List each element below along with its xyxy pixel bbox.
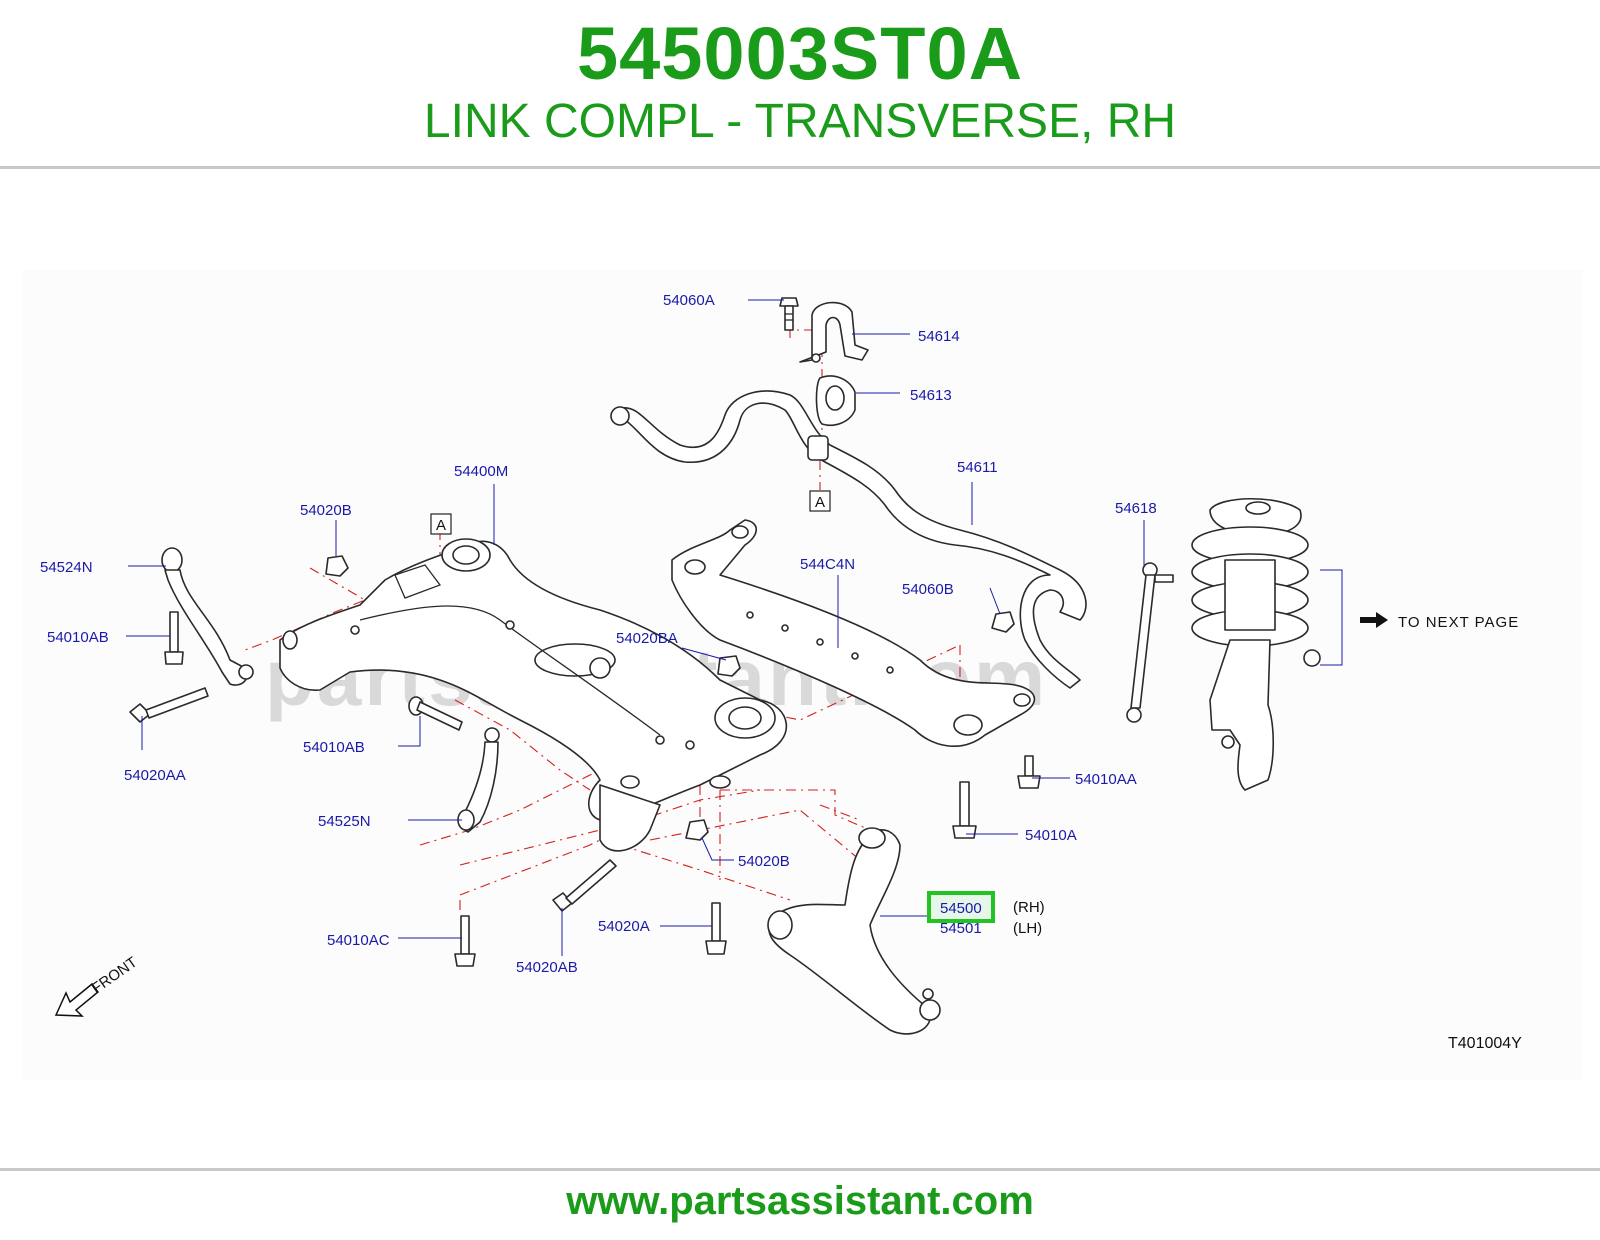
callout-54020B-bottom: 54020B (738, 853, 790, 870)
front-indicator: FRONT (54, 954, 141, 1017)
callout-54400M: 54400M (454, 463, 508, 480)
stabilizer-bracket-54614 (799, 301, 869, 363)
header-divider (0, 166, 1600, 169)
callout-54060B: 54060B (902, 581, 954, 598)
callout-lh: (LH) (1013, 920, 1042, 937)
callout-labels: 54060A 54614 54613 54611 54618 54400M 54… (40, 292, 1157, 976)
ref-marker-A-stabilizer: A (809, 490, 831, 512)
bolt-54010AA (1017, 755, 1041, 789)
next-page-label: TO NEXT PAGE (1398, 614, 1519, 631)
member-544C4N (671, 519, 1036, 747)
leader-lines (126, 299, 1343, 956)
nut-54020B-bottom (685, 819, 709, 841)
part-description: LINK COMPL - TRANSVERSE, RH (423, 95, 1177, 148)
transverse-link-54500 (767, 827, 941, 1035)
footer-url-link[interactable]: www.partsassistant.com (566, 1179, 1034, 1223)
svg-text:A: A (436, 517, 446, 534)
callout-54524N: 54524N (40, 559, 93, 576)
callout-54010AB-left: 54010AB (47, 629, 109, 646)
callout-54010AC: 54010AC (327, 932, 390, 949)
link-54525N (457, 727, 500, 833)
callout-54611: 54611 (957, 459, 998, 476)
callout-54020BA: 54020BA (616, 630, 678, 647)
ref-marker-A-subframe: A (430, 513, 452, 535)
stabilizer-link-54618 (1126, 562, 1174, 723)
subframe-54400M (279, 538, 788, 852)
callout-54010AA: 54010AA (1075, 771, 1137, 788)
front-label: FRONT (89, 954, 141, 998)
callout-54500: 54500 (940, 900, 982, 917)
next-page-indicator: TO NEXT PAGE (1360, 612, 1519, 631)
page-header: 545003ST0A LINK COMPL - TRANSVERSE, RH (0, 0, 1600, 168)
link-54524N (161, 547, 254, 686)
bolt-54010A (952, 781, 977, 839)
nut-54060B (991, 611, 1015, 633)
callout-544C4N: 544C4N (800, 556, 855, 573)
callout-rh: (RH) (1013, 899, 1045, 916)
nut-54020B-top (325, 555, 349, 577)
footer-divider (0, 1168, 1600, 1171)
callout-54020AB: 54020AB (516, 959, 578, 976)
callout-54020A: 54020A (598, 918, 650, 935)
bolt-54010AB-left (164, 611, 184, 665)
drawing-code: T401004Y (1448, 1035, 1522, 1052)
callout-54613: 54613 (910, 387, 952, 404)
callout-54501: 54501 (940, 920, 982, 937)
callout-54010AB-mid: 54010AB (303, 739, 365, 756)
callout-54525N: 54525N (318, 813, 371, 830)
callout-54020AA: 54020AA (124, 767, 186, 784)
stabilizer-bar (610, 390, 1087, 689)
bolt-54020A (705, 902, 727, 955)
callout-54010A: 54010A (1025, 827, 1077, 844)
stabilizer-bushing-54613 (815, 375, 856, 426)
callout-54060A: 54060A (663, 292, 715, 309)
arrow-right-icon (1360, 612, 1388, 628)
bolt-54010AC (454, 915, 476, 967)
nut-54020BA (717, 655, 741, 677)
bolt-54060A (779, 297, 799, 331)
bolt-54020AA (129, 687, 209, 723)
bolt-54010AB-mid (408, 696, 463, 731)
part-number-title: 545003ST0A (576, 12, 1024, 95)
callout-54614: 54614 (918, 328, 960, 345)
bolt-54020AB (552, 859, 617, 912)
callout-54618: 54618 (1115, 500, 1157, 517)
svg-text:A: A (815, 494, 825, 511)
callout-54020B-top: 54020B (300, 502, 352, 519)
front-arrow-icon (54, 982, 100, 1017)
strut-assembly (1191, 498, 1321, 791)
highlight-box-54500 (927, 891, 995, 923)
